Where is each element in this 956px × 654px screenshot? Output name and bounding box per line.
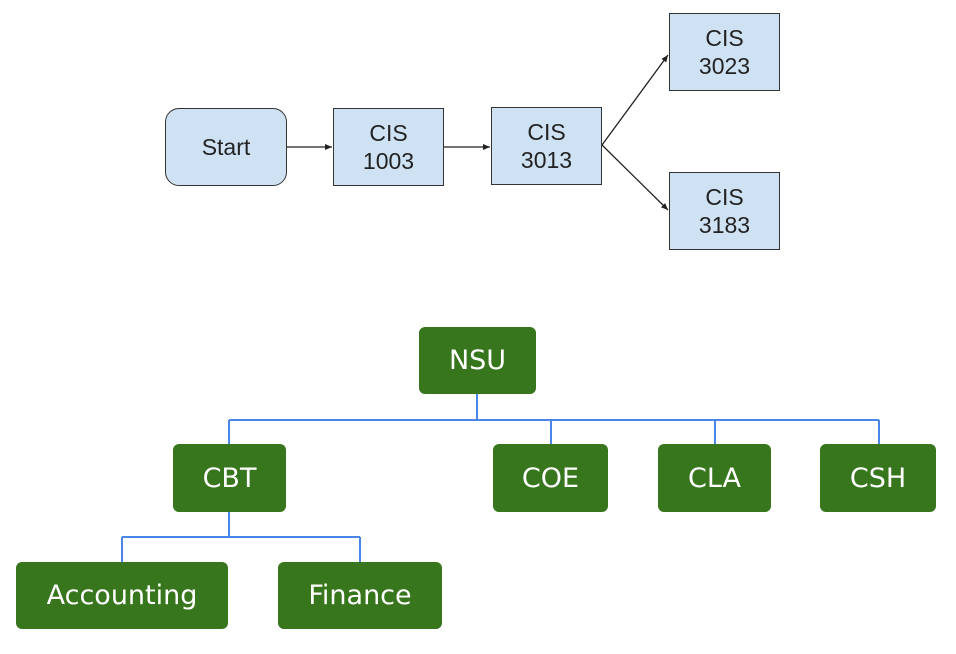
node-label-line1: CIS <box>369 120 408 146</box>
node-start-label: Start <box>201 134 251 160</box>
connector-cbt-children <box>121 512 361 562</box>
org-node-nsu[interactable]: NSU <box>419 327 536 394</box>
node-label-line2: 3183 <box>698 212 751 238</box>
node-label-line1: CIS <box>527 119 566 145</box>
node-cis-1003[interactable]: CIS 1003 <box>333 108 444 186</box>
edge-cis3013-cis3183 <box>601 144 669 211</box>
node-label-line2: 3013 <box>520 147 573 173</box>
node-label-line1: CIS <box>705 184 744 210</box>
node-cis-3013[interactable]: CIS 3013 <box>491 107 602 185</box>
org-node-cla[interactable]: CLA <box>658 444 771 512</box>
org-node-csh[interactable]: CSH <box>820 444 936 512</box>
edge-cis3013-cis3023 <box>601 54 669 146</box>
org-node-finance[interactable]: Finance <box>278 562 442 629</box>
node-start[interactable]: Start <box>165 108 287 186</box>
node-label-line2: 1003 <box>362 148 415 174</box>
connector-nsu-children <box>228 394 880 444</box>
node-label-line2: 3023 <box>698 53 751 79</box>
org-node-coe[interactable]: COE <box>493 444 608 512</box>
node-label-line1: CIS <box>705 25 744 51</box>
node-cis-3183[interactable]: CIS 3183 <box>669 172 780 250</box>
node-cis-3023[interactable]: CIS 3023 <box>669 13 780 91</box>
org-node-cbt[interactable]: CBT <box>173 444 286 512</box>
org-node-accounting[interactable]: Accounting <box>16 562 228 629</box>
